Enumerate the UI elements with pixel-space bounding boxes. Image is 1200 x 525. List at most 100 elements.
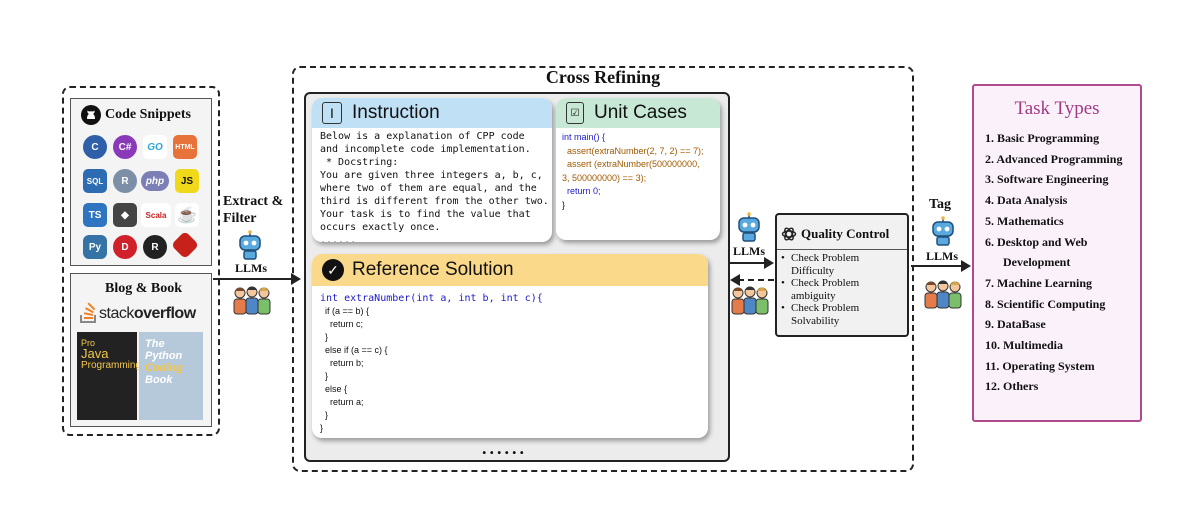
task-item: 5. Mathematics	[985, 213, 1064, 228]
book-java-line3: Programming	[81, 360, 142, 371]
book-python: The Python Coding Book	[139, 332, 203, 420]
code-snippets-box: Code Snippets C C# GO HTML SQL R php JS …	[70, 98, 212, 266]
quality-item-text: Check Problem Difficulty	[791, 252, 860, 277]
tag-llms-label: LLMs	[926, 249, 959, 263]
task-item: 11. Operating System	[985, 358, 1095, 373]
instruction-line: and incomplete code implementation.	[320, 144, 531, 155]
robot-icon	[932, 216, 954, 246]
task-item: Development	[985, 255, 1071, 270]
bullet-icon: •	[781, 302, 785, 314]
instruction-header: I Instruction	[312, 98, 552, 128]
unit-cases-body: int main() { assert(extraNumber(2, 7, 2)…	[556, 128, 720, 215]
book-java-line2: Java	[81, 346, 109, 361]
task-item: 8. Scientific Computing	[985, 296, 1106, 311]
extract-filter-label: Extract & Filter	[223, 194, 284, 226]
tag-arrow	[911, 265, 963, 267]
back-arrow-head	[730, 274, 740, 286]
quality-control-box: Quality Control •Check Problem Difficult…	[775, 213, 909, 337]
extract-arrow-head	[291, 273, 301, 285]
task-types-list: 1. Basic Programming 2. Advanced Program…	[985, 128, 1122, 397]
reference-line: return c;	[320, 319, 364, 329]
stackoverflow-logo: stackoverflow	[99, 305, 196, 323]
task-item: 9. DataBase	[985, 317, 1046, 332]
php-icon: php	[141, 171, 169, 191]
quality-item: •Check Problem ambiguity	[781, 277, 859, 302]
people-icon	[924, 280, 962, 309]
quality-list: •Check Problem Difficulty •Check Problem…	[781, 252, 859, 327]
book-java-line1: Pro	[81, 338, 96, 348]
people-icon	[233, 286, 271, 315]
rust-icon: R	[143, 235, 167, 259]
instruction-line: * Docstring:	[320, 157, 399, 168]
instruction-line: third is different from the other two.	[320, 196, 549, 207]
reference-line: return a;	[320, 397, 364, 407]
cross-refining-title: Cross Refining	[545, 67, 661, 87]
extract-arrow	[213, 278, 293, 280]
reference-line: else if (a == c) {	[320, 345, 388, 355]
robot-icon	[738, 212, 760, 242]
github-icon	[81, 105, 101, 125]
unit-cases-card: ☑ Unit Cases int main() { assert(extraNu…	[556, 98, 720, 240]
quality-item-text: Check Problem Solvability	[791, 302, 860, 327]
ts-icon: TS	[83, 203, 107, 227]
task-item: 7. Machine Learning	[985, 275, 1092, 290]
book-python-line4: Book	[145, 374, 173, 386]
task-item: 1. Basic Programming	[985, 131, 1100, 145]
instruction-line: You are given three integers a, b, c,	[320, 170, 543, 181]
robot-icon	[239, 230, 261, 260]
more-ellipsis: ......	[482, 438, 527, 458]
text-cursor-icon: I	[322, 102, 342, 124]
book-java: Pro Java Programming	[77, 332, 142, 420]
reference-line: }	[320, 423, 324, 433]
unit-cases-header: ☑ Unit Cases	[556, 98, 720, 128]
scala-icon: Scala	[141, 203, 171, 227]
task-item: 2. Advanced Programming	[985, 151, 1123, 166]
reference-line: int extraNumber(int a, int b, int c){	[320, 293, 543, 304]
unit-line: assert(extraNumber(2, 7, 2) == 7);	[562, 145, 704, 156]
html-icon: HTML	[173, 135, 197, 159]
tag-label: Tag	[929, 197, 952, 212]
instruction-line: ......	[320, 235, 357, 242]
checkmark-circle-icon: ✓	[322, 259, 344, 281]
instruction-card: I Instruction Below is a explanation of …	[312, 98, 552, 242]
task-item: 3. Software Engineering	[985, 172, 1109, 187]
book-python-line2: Python	[145, 350, 183, 362]
instruction-line: where two of them are equal, and the	[320, 183, 537, 194]
d-icon: D	[113, 235, 137, 259]
quality-item: •Check Problem Difficulty	[781, 252, 859, 277]
quality-item: • Check Problem Solvability	[781, 302, 859, 327]
bullet-icon: •	[781, 277, 785, 289]
reference-header: ✓ Reference Solution	[312, 254, 708, 286]
reference-card: ✓ Reference Solution int extraNumber(int…	[312, 254, 708, 438]
instruction-line: Below is a explanation of CPP code	[320, 131, 525, 142]
sql-icon: SQL	[83, 169, 107, 193]
unit-line: return 0;	[562, 186, 601, 196]
task-item: 4. Data Analysis	[985, 193, 1068, 208]
instruction-title: Instruction	[352, 102, 440, 123]
unit-line: 3, 500000000) == 3);	[562, 172, 647, 183]
checklist-icon: ☑	[566, 102, 584, 124]
task-types-box: Task Types 1. Basic Programming 2. Advan…	[972, 84, 1142, 422]
stackoverflow-icon	[79, 302, 99, 324]
reference-line: }	[320, 332, 329, 342]
task-item: 12. Others	[985, 379, 1039, 394]
blog-book-box: Blog & Book stackoverflow Pro Java Progr…	[70, 273, 212, 427]
back-arrow-dashed	[738, 279, 774, 281]
stackoverflow-prefix: stack	[99, 305, 134, 322]
r-icon: R	[113, 169, 137, 193]
qc-llms-label: LLMs	[733, 244, 766, 258]
to-qc-arrow-head	[764, 257, 774, 269]
sources-group	[62, 86, 220, 436]
c-icon: C	[83, 135, 107, 159]
instruction-body: Below is a explanation of CPP code and i…	[312, 128, 552, 242]
instruction-line: occurs exactly once.	[320, 222, 441, 233]
unit-line: int main() {	[562, 132, 606, 142]
reference-line: }	[320, 371, 329, 381]
js-icon: JS	[175, 169, 199, 193]
instruction-line: Your task is to find the value that	[320, 209, 531, 220]
blog-book-title: Blog & Book	[105, 281, 183, 296]
python-icon: Py	[83, 235, 107, 259]
java-icon: ☕	[175, 203, 199, 227]
reference-line: if (a == b) {	[320, 306, 370, 316]
go-icon: GO	[143, 135, 167, 159]
